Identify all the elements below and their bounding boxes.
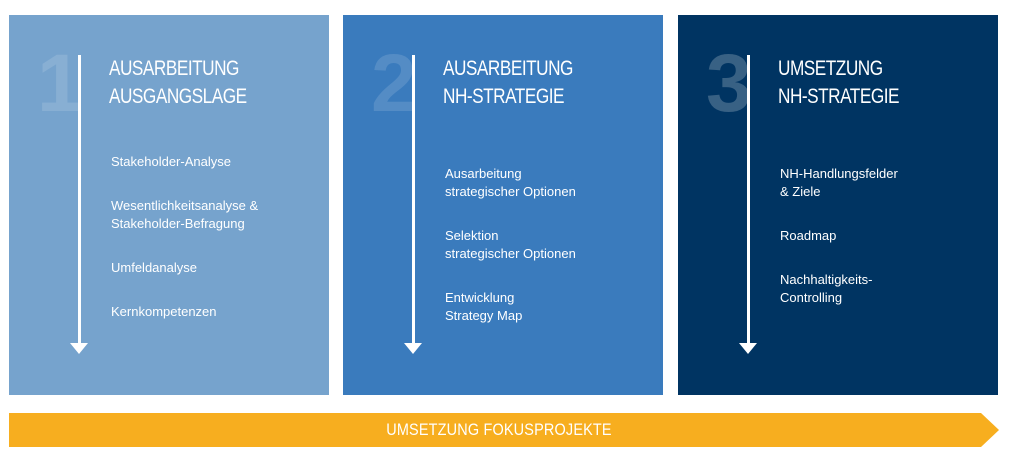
phase-title-line: AUSGANGSLAGE xyxy=(109,85,247,108)
arrow-down-icon xyxy=(412,55,415,345)
focus-projects-bar: UMSETZUNG FOKUSPROJEKTE xyxy=(9,413,999,447)
phase-title-line: NH-STRATEGIE xyxy=(778,85,900,108)
phase-title-line: AUSARBEITUNG xyxy=(109,57,239,80)
phase-title: AUSARBEITUNG AUSGANGSLAGE xyxy=(109,55,285,111)
phase-item: Ausarbeitung strategischer Optionen xyxy=(445,166,576,199)
phase-item: NH-Handlungsfelder & Ziele xyxy=(780,166,898,199)
arrow-down-icon xyxy=(747,55,750,345)
arrow-head-icon xyxy=(70,343,88,354)
phase-item-list: Stakeholder-Analyse Wesentlichkeitsanaly… xyxy=(111,153,326,347)
phase-item: Umfeldanalyse xyxy=(111,260,197,275)
arrow-down-icon xyxy=(78,55,81,345)
step-number: 3 xyxy=(706,38,752,129)
step-number: 1 xyxy=(37,38,83,129)
phase-item: Wesentlichkeitsanalyse & Stakeholder-Bef… xyxy=(111,198,259,231)
phase-title-line: UMSETZUNG xyxy=(778,57,883,80)
phase-item: Entwicklung Strategy Map xyxy=(445,290,523,323)
phase-item: Stakeholder-Analyse xyxy=(111,154,231,169)
phase-item: Nachhaltigkeits- Controlling xyxy=(780,272,873,305)
phase-title-line: NH-STRATEGIE xyxy=(443,85,565,108)
arrow-head-icon xyxy=(739,343,757,354)
phase-panel-3: 3 UMSETZUNG NH-STRATEGIE NH-Handlungsfel… xyxy=(678,15,998,395)
phase-title-line: AUSARBEITUNG xyxy=(443,57,573,80)
phase-item-list: Ausarbeitung strategischer Optionen Sele… xyxy=(445,165,660,351)
phase-item: Kernkompetenzen xyxy=(111,304,217,319)
phase-panel-2: 2 AUSARBEITUNG NH-STRATEGIE Ausarbeitung… xyxy=(343,15,663,395)
arrow-right-bar-icon xyxy=(9,413,999,447)
arrow-head-icon xyxy=(404,343,422,354)
phase-title: AUSARBEITUNG NH-STRATEGIE xyxy=(443,55,619,111)
phase-item: Roadmap xyxy=(780,228,837,243)
phase-item-list: NH-Handlungsfelder & Ziele Roadmap Nachh… xyxy=(780,165,995,333)
phase-item: Selektion strategischer Optionen xyxy=(445,228,576,261)
phase-panel-1: 1 AUSARBEITUNG AUSGANGSLAGE Stakeholder-… xyxy=(9,15,329,395)
step-number: 2 xyxy=(371,38,417,129)
focus-projects-label: UMSETZUNG FOKUSPROJEKTE xyxy=(386,420,612,439)
phase-title: UMSETZUNG NH-STRATEGIE xyxy=(778,55,954,111)
